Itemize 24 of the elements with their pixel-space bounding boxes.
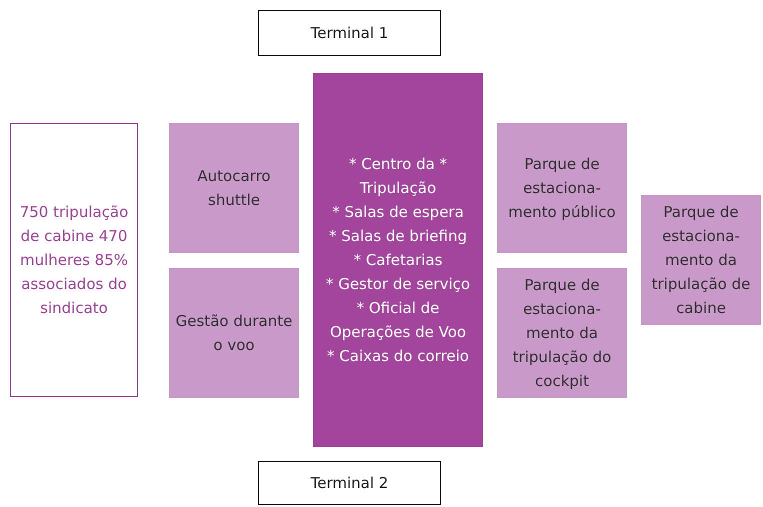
list-item: * Salas de espera <box>332 202 464 223</box>
list-item: * Oficial de Operações de Voo <box>328 298 468 343</box>
list-item: * Gestor de serviço <box>326 274 470 295</box>
list-item: * Caixas do correio <box>327 346 469 367</box>
box-label: Autocarro shuttle <box>196 166 272 211</box>
box-label: Parque de estaciona-mento público <box>507 154 617 223</box>
box-label: Terminal 1 <box>310 23 388 44</box>
box-label: Terminal 2 <box>310 473 388 494</box>
list-item: * Salas de briefing <box>328 226 467 247</box>
area-box <box>169 123 299 253</box>
box-label: Parque de estaciona-mento da tripulação do cockpit <box>512 275 612 392</box>
info-box <box>10 123 138 397</box>
box-label: Gestão durante o voo <box>175 311 293 356</box>
area-box <box>497 268 627 398</box>
area-box <box>641 195 761 325</box>
area-box <box>169 268 299 398</box>
area-box <box>497 123 627 253</box>
terminal-box <box>258 10 441 56</box>
list-item: * Cafetarias <box>354 250 442 271</box>
list-item: * Centro da * Tripulação <box>348 154 448 199</box>
box-label: Parque de estaciona-mento da tripulação de cabine <box>650 202 752 319</box>
terminal-box <box>258 461 441 505</box>
box-label: 750 tripulação de cabine 470 mulheres 85% associados do sindicato <box>18 202 130 319</box>
facility-box <box>313 73 483 447</box>
